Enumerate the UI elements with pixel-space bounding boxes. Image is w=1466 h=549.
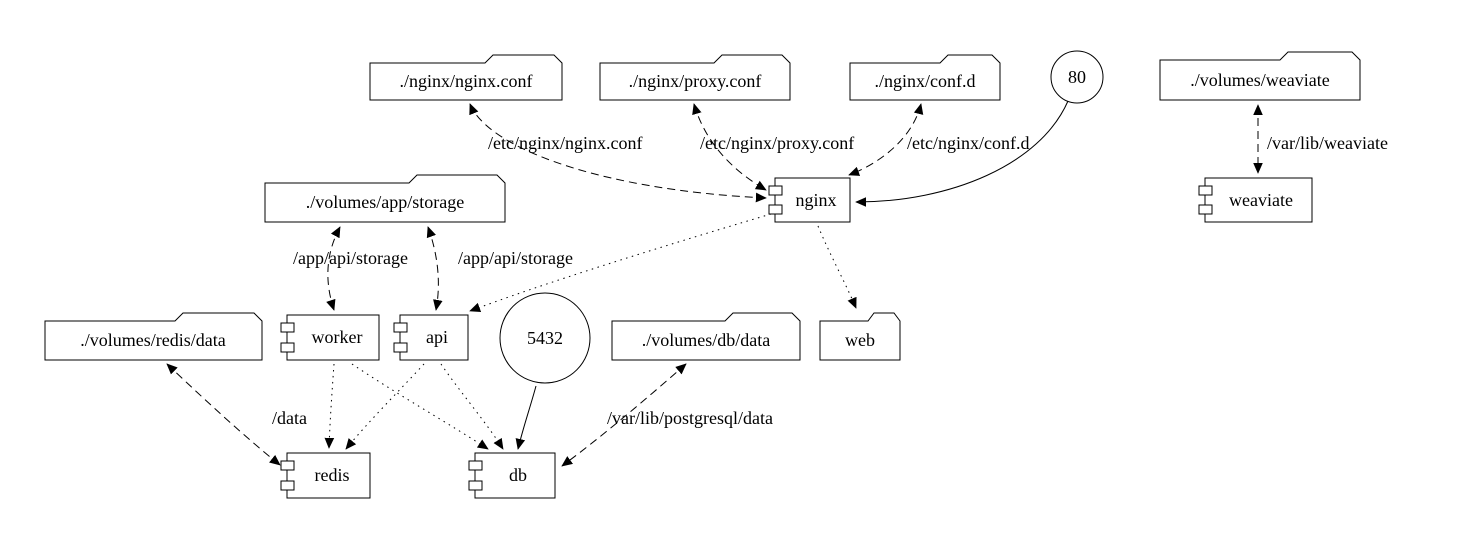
edge-label-etc-nginx-nginx-conf: /etc/nginx/nginx.conf xyxy=(488,133,642,153)
node-label: ./nginx/nginx.conf xyxy=(400,71,533,91)
node-volumes-db-data: ./volumes/db/data xyxy=(611,312,801,361)
node-proxy-conf: ./nginx/proxy.conf xyxy=(599,54,791,101)
edge-api-to-redis xyxy=(345,363,425,450)
node-label: api xyxy=(426,327,448,347)
node-label: nginx xyxy=(795,190,836,210)
folder-icon xyxy=(599,54,791,101)
edge-label-data: /data xyxy=(272,408,307,428)
node-worker: worker xyxy=(280,314,380,361)
folder-icon xyxy=(1159,51,1361,101)
node-label: ./nginx/proxy.conf xyxy=(629,71,762,91)
node-api: api xyxy=(393,314,469,361)
node-label: ./nginx/conf.d xyxy=(875,71,976,91)
component-tab-icon xyxy=(1198,185,1213,196)
folder-icon xyxy=(849,54,1001,101)
node-weaviate: weaviate xyxy=(1198,177,1313,223)
node-label: 80 xyxy=(1068,67,1086,87)
edge-app-storage-to-worker xyxy=(326,226,341,311)
component-tab-icon xyxy=(768,185,783,196)
component-tab-icon xyxy=(280,460,295,471)
edge-port-80-to-nginx xyxy=(855,100,1069,207)
node-port-80: 80 xyxy=(1050,50,1104,104)
component-tab-icon xyxy=(393,322,408,333)
node-label: worker xyxy=(312,327,363,347)
edge-label-var-lib-weaviate: /var/lib/weaviate xyxy=(1267,133,1388,153)
node-redis: redis xyxy=(280,452,371,499)
port-circle-icon xyxy=(1050,50,1104,104)
folder-icon xyxy=(369,54,563,101)
component-tab-icon xyxy=(468,460,483,471)
edge-worker-to-db xyxy=(351,363,489,450)
node-label: ./volumes/redis/data xyxy=(80,330,225,350)
node-label: db xyxy=(509,465,527,485)
edge-app-storage-to-api xyxy=(426,226,443,311)
edge-proxy-conf-to-nginx xyxy=(692,103,767,191)
folder-icon xyxy=(44,312,263,361)
edge-label-var-lib-postgresql-data: /var/lib/postgresql/data xyxy=(607,408,773,428)
edge-label-etc-nginx-conf-d: /etc/nginx/conf.d xyxy=(907,133,1029,153)
component-icon xyxy=(474,452,556,499)
edge-label-app-api-storage-api: /app/api/storage xyxy=(458,248,573,268)
node-label: redis xyxy=(315,465,350,485)
node-label: web xyxy=(845,330,875,350)
component-tab-icon xyxy=(468,480,483,491)
node-label: ./volumes/db/data xyxy=(642,330,770,350)
edge-label-etc-nginx-proxy-conf: /etc/nginx/proxy.conf xyxy=(700,133,854,153)
edge-redis-data-to-redis xyxy=(166,363,281,466)
component-icon xyxy=(286,452,371,499)
component-icon xyxy=(286,314,380,361)
edge-nginx-to-api xyxy=(469,213,772,312)
node-volumes-weaviate: ./volumes/weaviate xyxy=(1159,51,1361,101)
node-nginx-conf: ./nginx/nginx.conf xyxy=(369,54,563,101)
edge-port-5432-to-db xyxy=(515,385,537,450)
node-label: weaviate xyxy=(1229,190,1293,210)
port-circle-icon xyxy=(499,292,591,384)
component-icon xyxy=(774,177,851,223)
edge-conf-d-to-nginx xyxy=(848,103,924,176)
component-tab-icon xyxy=(280,342,295,353)
component-tab-icon xyxy=(1198,204,1213,215)
node-conf-d: ./nginx/conf.d xyxy=(849,54,1001,101)
edge-db-data-to-db xyxy=(561,363,687,467)
folder-icon xyxy=(819,312,901,361)
folder-icon xyxy=(264,174,506,223)
node-port-5432: 5432 xyxy=(499,292,591,384)
node-volumes-app-storage: ./volumes/app/storage xyxy=(264,174,506,223)
component-tab-icon xyxy=(768,204,783,215)
node-web: web xyxy=(819,312,901,361)
component-icon xyxy=(1204,177,1313,223)
folder-icon xyxy=(611,312,801,361)
component-tab-icon xyxy=(393,342,408,353)
edge-nginx-to-web xyxy=(817,225,857,309)
node-label: 5432 xyxy=(527,328,563,348)
component-tab-icon xyxy=(280,480,295,491)
edges-layer xyxy=(166,100,1263,467)
component-tab-icon xyxy=(280,322,295,333)
edge-label-app-api-storage-worker: /app/api/storage xyxy=(293,248,408,268)
nodes-layer: ./nginx/nginx.conf ./nginx/proxy.conf ./… xyxy=(44,50,1361,499)
node-volumes-redis-data: ./volumes/redis/data xyxy=(44,312,263,361)
node-db: db xyxy=(468,452,556,499)
edge-labels-layer: /etc/nginx/nginx.conf /etc/nginx/proxy.c… xyxy=(272,133,1388,428)
node-nginx: nginx xyxy=(768,177,851,223)
edge-api-to-db xyxy=(440,363,504,450)
edge-worker-to-redis xyxy=(324,363,335,449)
node-label: ./volumes/weaviate xyxy=(1190,70,1329,90)
node-label: ./volumes/app/storage xyxy=(306,192,464,212)
component-icon xyxy=(399,314,469,361)
